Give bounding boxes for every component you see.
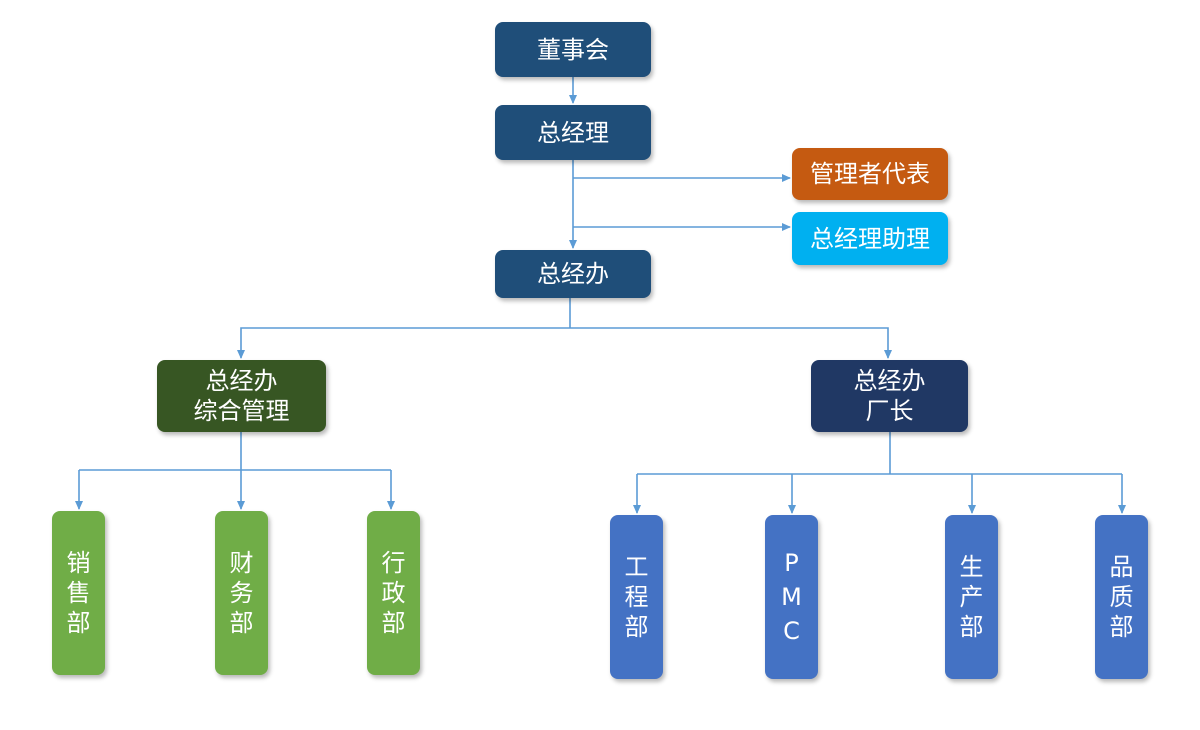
quality-char-3: 部 (1109, 613, 1134, 641)
connector-split-left (237, 327, 570, 359)
engineering-char-2: 程 (624, 583, 649, 611)
node-quality-dept: 品 质 部 (1095, 515, 1148, 679)
node-finance-dept: 财 务 部 (215, 511, 268, 675)
node-board-label: 董事会 (537, 35, 609, 64)
node-gm-office: 总经办 (495, 250, 651, 298)
node-admin-head: 总经办 综合管理 (157, 360, 326, 432)
quality-char-1: 品 (1109, 553, 1134, 581)
node-administration-dept: 行 政 部 (367, 511, 420, 675)
node-admin-head-line2: 综合管理 (193, 397, 290, 425)
node-gm-assistant-label: 总经理助理 (810, 224, 930, 253)
production-char-1: 生 (959, 553, 984, 581)
node-production-dept: 生 产 部 (945, 515, 998, 679)
sales-char-1: 销 (66, 549, 91, 577)
pmc-char-2: M (781, 583, 802, 611)
node-factory-head: 总经办 厂长 (811, 360, 968, 432)
administration-char-3: 部 (381, 609, 406, 637)
finance-char-3: 部 (229, 609, 254, 637)
node-admin-head-line1: 总经办 (205, 367, 278, 395)
node-gm-assistant: 总经理助理 (792, 212, 948, 265)
sales-char-3: 部 (66, 609, 91, 637)
administration-char-1: 行 (381, 549, 406, 577)
node-management-representative-label: 管理者代表 (810, 160, 930, 188)
node-board: 董事会 (495, 22, 651, 77)
engineering-char-1: 工 (624, 553, 649, 581)
node-factory-head-line2: 厂长 (865, 397, 914, 425)
quality-char-2: 质 (1109, 583, 1134, 611)
node-engineering-dept: 工 程 部 (610, 515, 663, 679)
finance-char-1: 财 (229, 549, 254, 577)
node-management-representative: 管理者代表 (792, 148, 948, 200)
node-sales-dept: 销 售 部 (52, 511, 105, 675)
pmc-char-1: P (784, 549, 799, 577)
production-char-3: 部 (959, 613, 984, 641)
node-pmc-dept: P M C (765, 515, 818, 679)
node-general-manager-label: 总经理 (537, 118, 609, 147)
administration-char-2: 政 (381, 579, 406, 607)
pmc-char-3: C (783, 617, 800, 645)
sales-char-2: 售 (66, 579, 91, 607)
node-gm-office-label: 总经办 (537, 260, 609, 288)
engineering-char-3: 部 (624, 613, 649, 641)
production-char-2: 产 (959, 583, 984, 611)
node-factory-head-line1: 总经办 (853, 367, 926, 395)
connector-split-right (570, 327, 892, 359)
finance-char-2: 务 (229, 579, 254, 607)
node-general-manager: 总经理 (495, 105, 651, 160)
